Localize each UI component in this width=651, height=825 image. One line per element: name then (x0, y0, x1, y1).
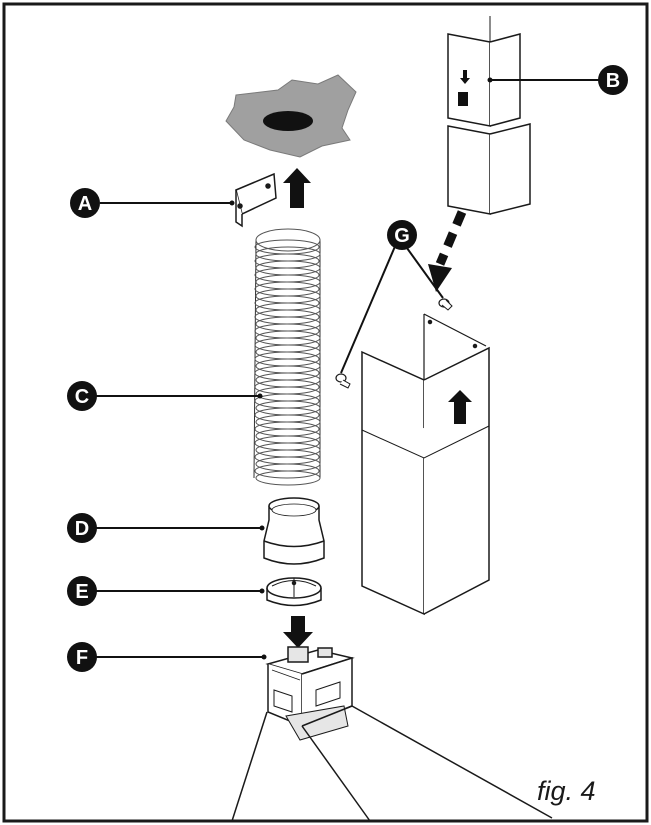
callout-d: D (67, 513, 97, 543)
callout-f-label: F (76, 647, 88, 669)
down-arrow-motor (283, 616, 313, 648)
leader-lines (96, 79, 600, 658)
callout-b-label: B (606, 70, 620, 92)
callout-f: F (67, 642, 97, 672)
callout-c-label: C (75, 386, 89, 408)
callout-g: G (387, 220, 417, 250)
up-arrow-ceiling (283, 168, 311, 208)
leader-endpoints (229, 77, 493, 660)
screw-right (438, 298, 453, 311)
figure-caption: fig. 4 (537, 776, 596, 806)
hose-ring (254, 463, 320, 479)
callout-e: E (67, 576, 97, 606)
callout-e-label: E (75, 581, 88, 603)
upper-chimney (447, 16, 531, 215)
callout-a-label: A (78, 193, 92, 215)
leader-g-left (340, 236, 400, 374)
callout-g-label: G (394, 225, 410, 247)
callout-a: A (70, 188, 100, 218)
callout-d-label: D (75, 518, 89, 540)
hood-canopy (231, 705, 553, 822)
lower-chimney (361, 313, 490, 616)
flexible-hose (253, 228, 321, 486)
ceiling-duct-hole (263, 111, 313, 131)
callout-b: B (598, 65, 628, 95)
ceiling-plate (225, 74, 357, 158)
screw-left (335, 373, 351, 389)
mounting-bracket (235, 172, 277, 228)
non-return-valve (266, 577, 322, 607)
callout-c: C (67, 381, 97, 411)
reducer-ring (263, 497, 325, 565)
hose-ring (255, 470, 321, 486)
